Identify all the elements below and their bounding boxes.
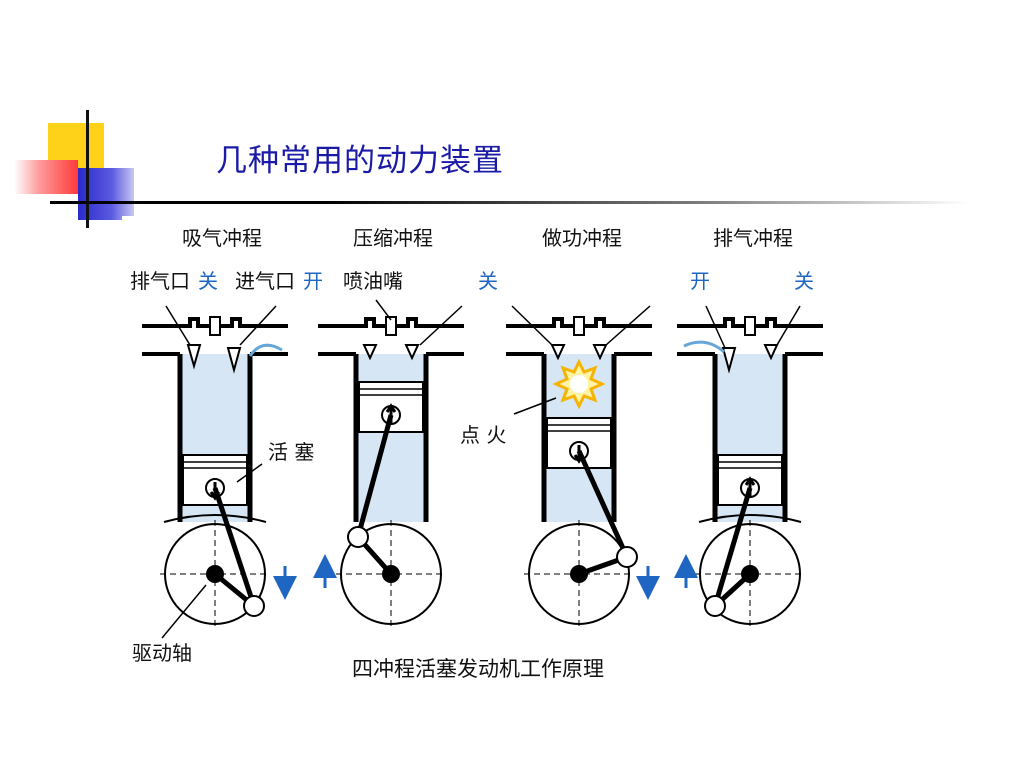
exhaust-stroke-intake-state: 关 [794,269,814,293]
exhaust-port-label: 排气口 [130,269,190,293]
cylinder-power [506,305,660,628]
cylinder-exhaust [674,305,823,628]
exhaust-stroke-exhaust-state: 开 [690,269,710,293]
crank-pin [704,595,726,617]
spark-plug [209,316,221,336]
ignition-label: 点 火 [460,423,506,447]
fuel-injector [385,316,397,336]
exhaust-flow-arrow [683,340,725,354]
stroke-title-compression: 压缩冲程 [353,226,433,250]
stroke-title-intake: 吸气冲程 [182,226,262,250]
crankshaft-label: 驱动轴 [132,641,192,665]
spark-plug [744,316,756,336]
title-rule [50,201,970,204]
piston-label: 活 塞 [268,440,314,464]
piston-leader-line [236,463,263,483]
intake-stroke-exhaust-state: 关 [198,269,218,293]
exhaust-valve [721,347,737,374]
exhaust-valve [186,344,202,370]
connecting-rod [212,487,257,607]
diagram-caption: 四冲程活塞发动机工作原理 [352,657,604,681]
deco-vertical-line [86,110,89,228]
connecting-rod [712,487,753,607]
crank-pin [616,546,638,568]
cylinder-intake [142,305,297,628]
stroke-title-exhaust: 排气冲程 [713,226,793,250]
intake-valve [226,347,242,374]
connecting-rod [355,414,394,538]
spark-plug [573,316,585,336]
deco-red-bar [14,160,78,194]
intake-valve [763,344,779,361]
injector-label: 喷油嘴 [343,269,403,293]
compression-stroke-intake-state: 关 [478,269,498,293]
connecting-rod [576,449,630,559]
airflow-in-arrow [248,343,283,357]
intake-stroke-intake-state: 开 [303,269,323,293]
crank-pin [347,526,369,548]
intake-port-label: 进气口 [235,269,295,293]
stroke-title-power: 做功冲程 [542,226,622,250]
crank-pin [243,595,265,617]
crankshaft-leader-line [161,584,207,639]
slide-title: 几种常用的动力装置 [216,143,504,179]
cylinder-compression [313,299,464,628]
